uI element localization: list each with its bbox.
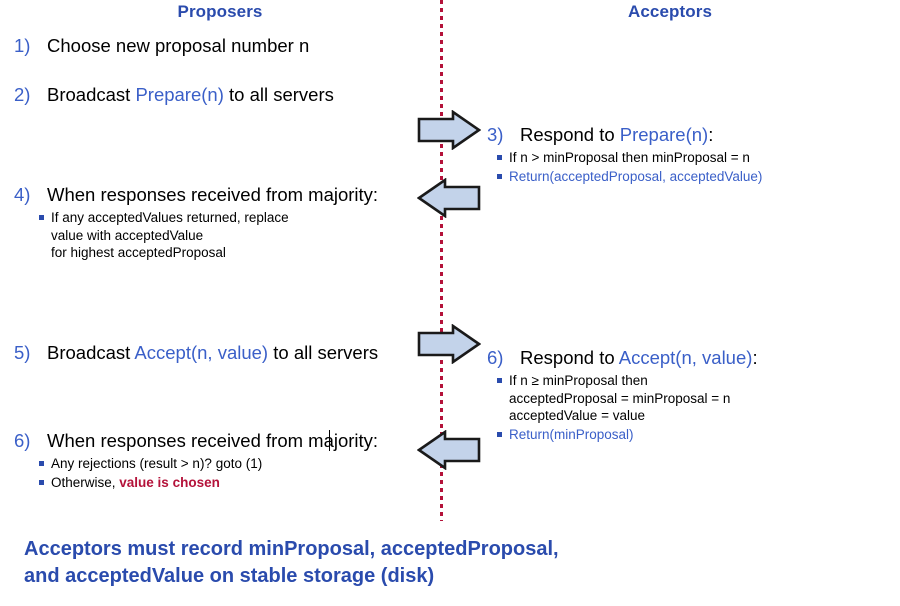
prepare-response-arrow-icon (416, 177, 481, 223)
rpc-keyword: Prepare(n) (135, 84, 224, 105)
step-heading: 5) Broadcast Accept(n, value) to all ser… (14, 340, 424, 365)
bullet-item: Any rejections (result > n)? goto (1) (37, 455, 426, 473)
acceptor-step-6: 6) Respond to Accept(n, value): If n ≥ m… (487, 345, 887, 443)
highlighted-outcome: value is chosen (119, 474, 220, 490)
rpc-keyword: Accept(n, value) (618, 347, 753, 368)
step-text-fragment: Respond to (520, 124, 620, 145)
step-label: When responses received from majority: (47, 182, 424, 207)
step-text-fragment: to all servers (268, 342, 379, 363)
step-heading: 6) Respond to Accept(n, value): (487, 345, 887, 370)
step-number: 4) (14, 184, 31, 205)
step-number: 3) (487, 124, 504, 145)
step-label: Choose new proposal number n (47, 33, 424, 58)
bullet-item: Return(acceptedProposal, acceptedValue) (495, 168, 887, 186)
step-number: 5) (14, 342, 31, 363)
step-label: Respond to Accept(n, value): (520, 345, 887, 370)
accept-response-arrow-icon (416, 429, 481, 475)
proposer-step-6: 6) When responses received from majority… (14, 428, 426, 491)
rpc-keyword: Accept(n, value) (134, 342, 269, 363)
step-label: Broadcast Prepare(n) to all servers (47, 82, 414, 107)
bullet-text-fragment: Otherwise, (51, 474, 120, 490)
conclusion-line-1: Acceptors must record minProposal, accep… (24, 538, 559, 560)
step-heading: 6) When responses received from majority… (14, 428, 426, 453)
step-text-fragment: : (708, 124, 714, 145)
step-label: Broadcast Accept(n, value) to all server… (47, 340, 424, 365)
text-cursor-caret (329, 430, 330, 451)
step-text-fragment: to all servers (223, 84, 334, 105)
step-text-fragment: Respond to (520, 347, 619, 368)
step-text-fragment: Broadcast (47, 342, 135, 363)
proposer-step-1: 1) Choose new proposal number n (14, 33, 424, 60)
proposer-step-4: 4) When responses received from majority… (14, 182, 424, 262)
step-text-fragment: When responses received from majority: (47, 184, 379, 205)
step-heading: 3) Respond to Prepare(n): (487, 122, 887, 147)
bullet-item: Otherwise, value is chosen (37, 474, 426, 492)
acceptor-step-3: 3) Respond to Prepare(n): If n > minProp… (487, 122, 887, 185)
bullet-item: If n ≥ minProposal then acceptedProposal… (495, 372, 887, 425)
step-number: 6) (487, 347, 504, 368)
step-number: 1) (14, 35, 31, 56)
bullet-item: If any acceptedValues returned, replace … (37, 209, 424, 262)
proposer-step-2: 2) Broadcast Prepare(n) to all servers (14, 82, 414, 109)
vertical-dotted-divider (440, 0, 443, 521)
conclusion-line-2: and acceptedValue on stable storage (dis… (24, 565, 435, 587)
step-bullets: If n ≥ minProposal then acceptedProposal… (495, 372, 887, 443)
bullet-item: Return(minProposal) (495, 426, 887, 444)
step-number: 2) (14, 84, 31, 105)
step-bullets: If any acceptedValues returned, replace … (37, 209, 424, 262)
step-text-fragment: Broadcast (47, 84, 136, 105)
column-header-proposers: Proposers (177, 2, 263, 21)
step-label: When responses received from majority: (47, 428, 426, 453)
accept-request-arrow-icon (417, 323, 482, 369)
rpc-keyword: Prepare(n) (619, 124, 709, 145)
step-text-fragment: When responses received from majority: (47, 430, 379, 451)
step-heading: 4) When responses received from majority… (14, 182, 424, 207)
step-number: 6) (14, 430, 31, 451)
step-label: Respond to Prepare(n): (520, 122, 887, 147)
step-text-fragment: Choose new proposal number n (47, 35, 310, 56)
step-text-fragment: : (752, 347, 758, 368)
conclusion-statement: Acceptors must record minProposal, accep… (24, 536, 884, 590)
bullet-item: If n > minProposal then minProposal = n (495, 149, 887, 167)
column-header-acceptors: Acceptors (627, 2, 713, 21)
prepare-request-arrow-icon (417, 109, 482, 155)
step-heading: 2) Broadcast Prepare(n) to all servers (14, 82, 414, 107)
step-heading: 1) Choose new proposal number n (14, 33, 424, 58)
proposer-step-5: 5) Broadcast Accept(n, value) to all ser… (14, 340, 424, 367)
step-bullets: Any rejections (result > n)? goto (1)Oth… (37, 455, 426, 491)
